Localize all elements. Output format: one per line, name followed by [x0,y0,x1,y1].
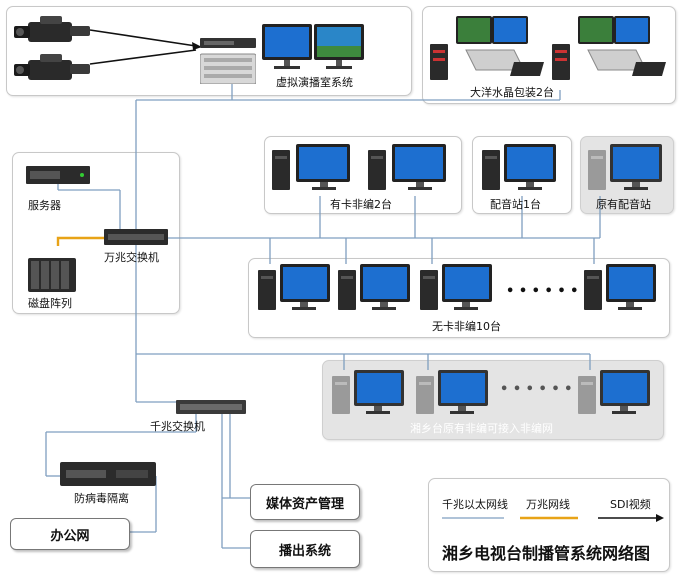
camera-icon [14,54,90,80]
disk-array-icon [28,258,76,292]
cardless-editing-label: 无卡非编10台 [432,320,501,333]
rack-server-icon [200,38,256,84]
switch-1g-label: 千兆交换机 [150,420,205,433]
legend-box [428,478,670,572]
workstation-icon [430,16,544,80]
pc-icon [338,264,410,310]
monitor-icon [314,24,364,69]
disk-array-label: 磁盘阵列 [28,297,72,310]
ocean-crystal-label: 大洋水晶包装2台 [470,86,554,99]
existing-dubbing-label: 原有配音站 [596,198,651,211]
pc-icon [258,264,330,310]
pc-icon [332,370,404,414]
card-editing-label: 有卡非编2台 [330,198,392,211]
switch-10g-label: 万兆交换机 [104,251,159,264]
server-icon [26,166,90,184]
pc-icon [368,144,446,190]
pc-icon [416,370,488,414]
legend-gigabit-label: 千兆以太网线 [442,498,508,511]
pc-icon [588,144,662,190]
pc-icon [420,264,492,310]
playout-node: 播出系统 [250,530,360,568]
media-asset-node: 媒体资产管理 [250,484,360,520]
switch-10g-icon [104,229,168,245]
existing-ellipsis: • • • • • • [500,382,573,397]
camera-icon [14,16,90,42]
pc-icon [578,370,650,414]
switch-1g-icon [176,400,246,414]
diagram-title: 湘乡电视台制播管系统网络图 [442,544,651,563]
pc-icon [482,144,556,190]
office-net-node: 办公网 [10,518,130,550]
cardless-ellipsis: • • • • • • [506,284,579,299]
monitor-icon [262,24,312,69]
virtual-studio-label: 虚拟演播室系统 [276,76,353,89]
existing-editing-label: 湘乡台原有非编可接入非编网 [410,422,553,435]
workstation-icon [552,16,666,80]
antivirus-label: 防病毒隔离 [74,492,129,505]
dubbing-station-label: 配音站1台 [490,198,541,211]
pc-icon [272,144,350,190]
pc-icon [584,264,656,310]
legend-sdi-label: SDI视频 [610,498,651,511]
server-label: 服务器 [28,199,61,212]
firewall-icon [60,462,156,486]
legend-10g-label: 万兆网线 [526,498,570,511]
